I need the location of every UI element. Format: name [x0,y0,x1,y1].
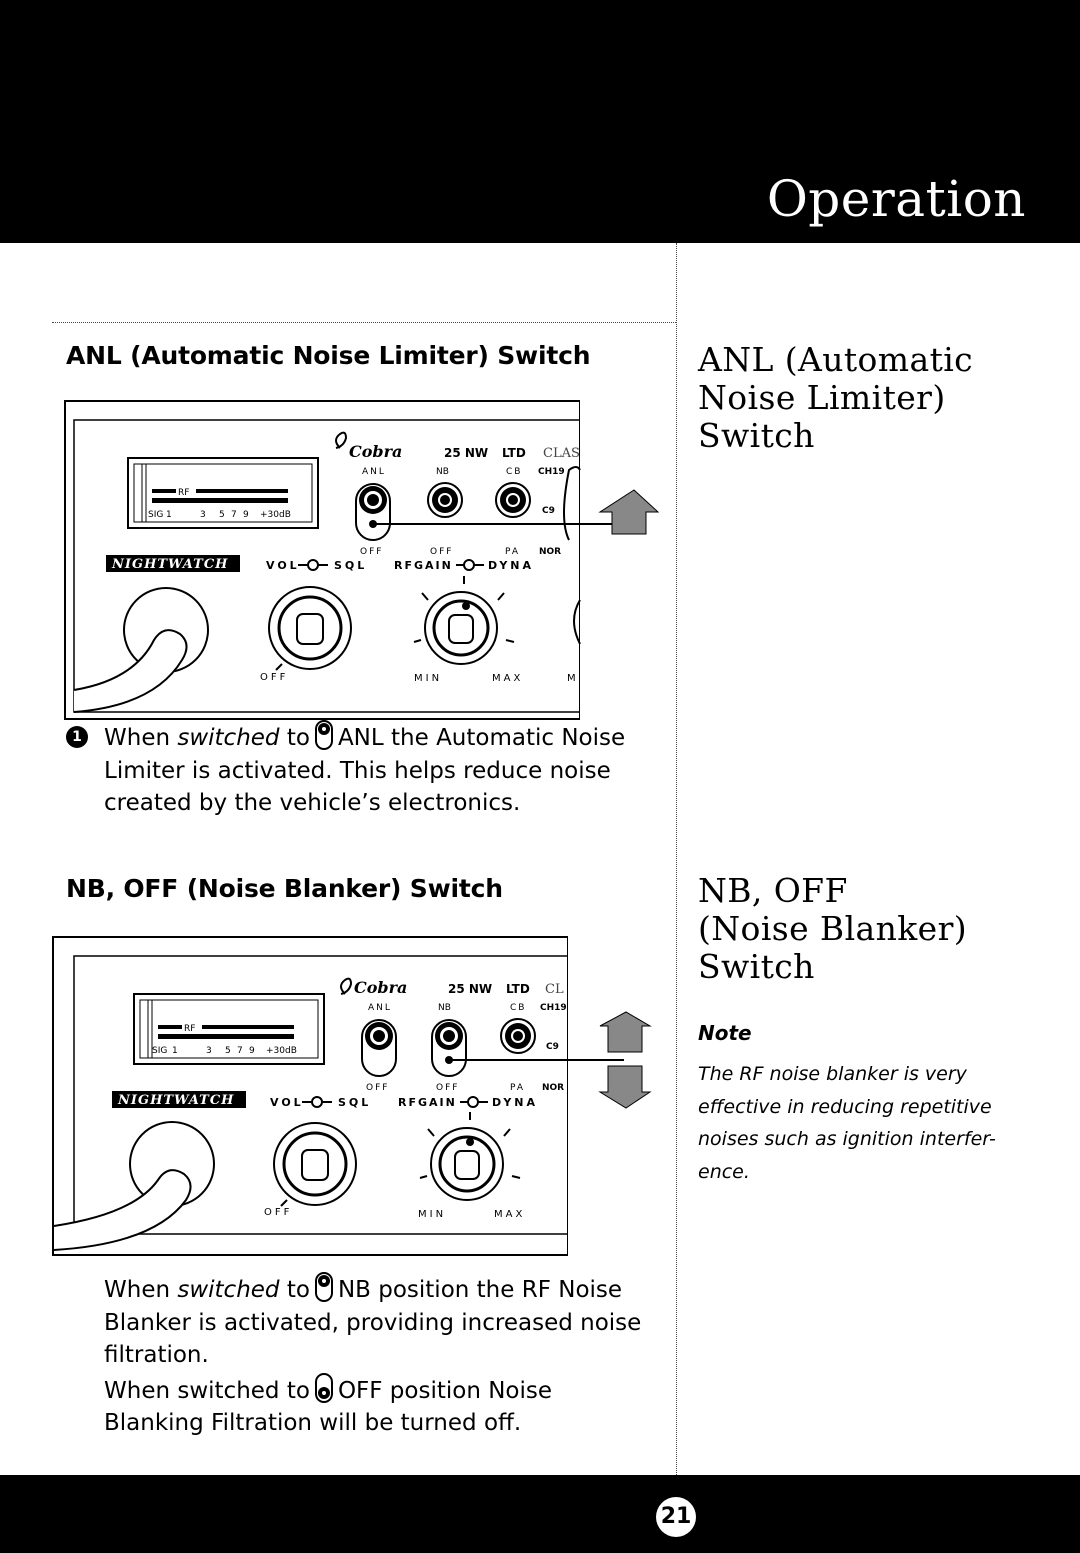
ch19-label: CH19 [540,1003,567,1013]
classic-label: CL [545,982,564,997]
nb-label: NB [438,1003,451,1013]
footer-band [0,1475,1080,1553]
header-band [0,0,1080,243]
section-divider [52,322,676,323]
meter-tick: 5 [219,510,225,520]
meter-tick: 9 [249,1046,255,1056]
step-number-badge: 1 [66,726,88,748]
ltd-label: LTD [502,446,526,460]
rf-label: RF [178,488,189,498]
pa-label: PA [510,1083,525,1093]
m-label: M [567,673,576,684]
rfgain-label: RFGAIN [398,1096,457,1109]
brand-label: Cobra [349,442,402,461]
sql-label: SQL [338,1096,371,1109]
note-text: The RF noise blanker is very effective i… [698,1063,996,1183]
pa-label: PA [505,547,520,557]
vol-label: VOL [270,1096,304,1109]
meter-tick: 7 [237,1046,243,1056]
off-label: OFF [436,1083,459,1093]
model-label: 25 NW [444,446,488,460]
nb-label: NB [436,467,449,477]
off-label: OFF [430,547,453,557]
nb-section-heading: NB, OFF (Noise Blanker) Switch [66,874,503,903]
anl-switch-label: ANL [362,467,386,477]
off-label: OFF [360,547,383,557]
sig-label: SIG [148,510,163,520]
dyna-label: DYNA [488,559,534,572]
meter-tick: 3 [206,1046,212,1056]
vol-label: VOL [266,559,300,572]
meter-tick: 1 [172,1046,178,1056]
nightwatch-logo: NIGHTWATCH [111,557,228,572]
anl-section-heading: ANL (Automatic Noise Limiter) Switch [66,341,591,370]
meter-tick: 5 [225,1046,231,1056]
brand-label: Cobra [354,978,407,997]
meter-tick: +30dB [266,1046,297,1056]
ch19-label: CH19 [538,467,565,477]
switch-up-icon [314,1272,333,1302]
cb-label: CB [510,1003,526,1013]
cobra-logo-icon [340,977,353,995]
page-title: Operation [766,170,1026,228]
meter-tick: +30dB [260,510,291,520]
sig-label: SIG [152,1046,167,1056]
ltd-label: LTD [506,982,530,996]
meter-tick: 1 [166,510,172,520]
switch-up-icon [314,720,333,750]
c9-label: C9 [542,506,555,516]
c9-label: C9 [546,1042,559,1052]
meter-tick: 7 [231,510,237,520]
anl-side-heading: ANL (Automatic Noise Limiter) Switch [698,340,974,455]
rfgain-label: RFGAIN [394,559,453,572]
max-label: MAX [492,673,523,684]
nor-label: NOR [542,1083,564,1093]
meter-tick: 3 [200,510,206,520]
off-label: OFF [366,1083,389,1093]
note-title: Note [698,1021,752,1045]
model-label: 25 NW [448,982,492,996]
switch-down-icon [314,1372,333,1403]
dyna-label: DYNA [492,1096,538,1109]
min-label: MIN [414,673,442,684]
sql-label: SQL [334,559,367,572]
page-number: 21 [656,1497,696,1537]
min-label: MIN [418,1209,446,1220]
classic-label: CLAS [543,446,580,461]
anl-switch-label: ANL [368,1003,392,1013]
nb-side-heading: NB, OFF (Noise Blanker) Switch [698,871,968,986]
off-knob-label: OFF [264,1207,292,1218]
nightwatch-logo: NIGHTWATCH [117,1093,234,1108]
rf-label: RF [184,1024,195,1034]
off-knob-label: OFF [260,672,288,683]
nor-label: NOR [539,547,561,557]
max-label: MAX [494,1209,525,1220]
radio-illustration-anl: RF SIG 1 3 5 7 9 +30dB Cobra 25 NW LTD C… [64,400,664,722]
cb-label: CB [506,467,522,477]
meter-tick: 9 [243,510,249,520]
column-divider [676,243,677,1475]
cobra-logo-icon [335,431,348,449]
radio-illustration-nb: RF SIG 1 3 5 7 9 +30dB Cobra 25 NW LTD C… [52,936,658,1258]
